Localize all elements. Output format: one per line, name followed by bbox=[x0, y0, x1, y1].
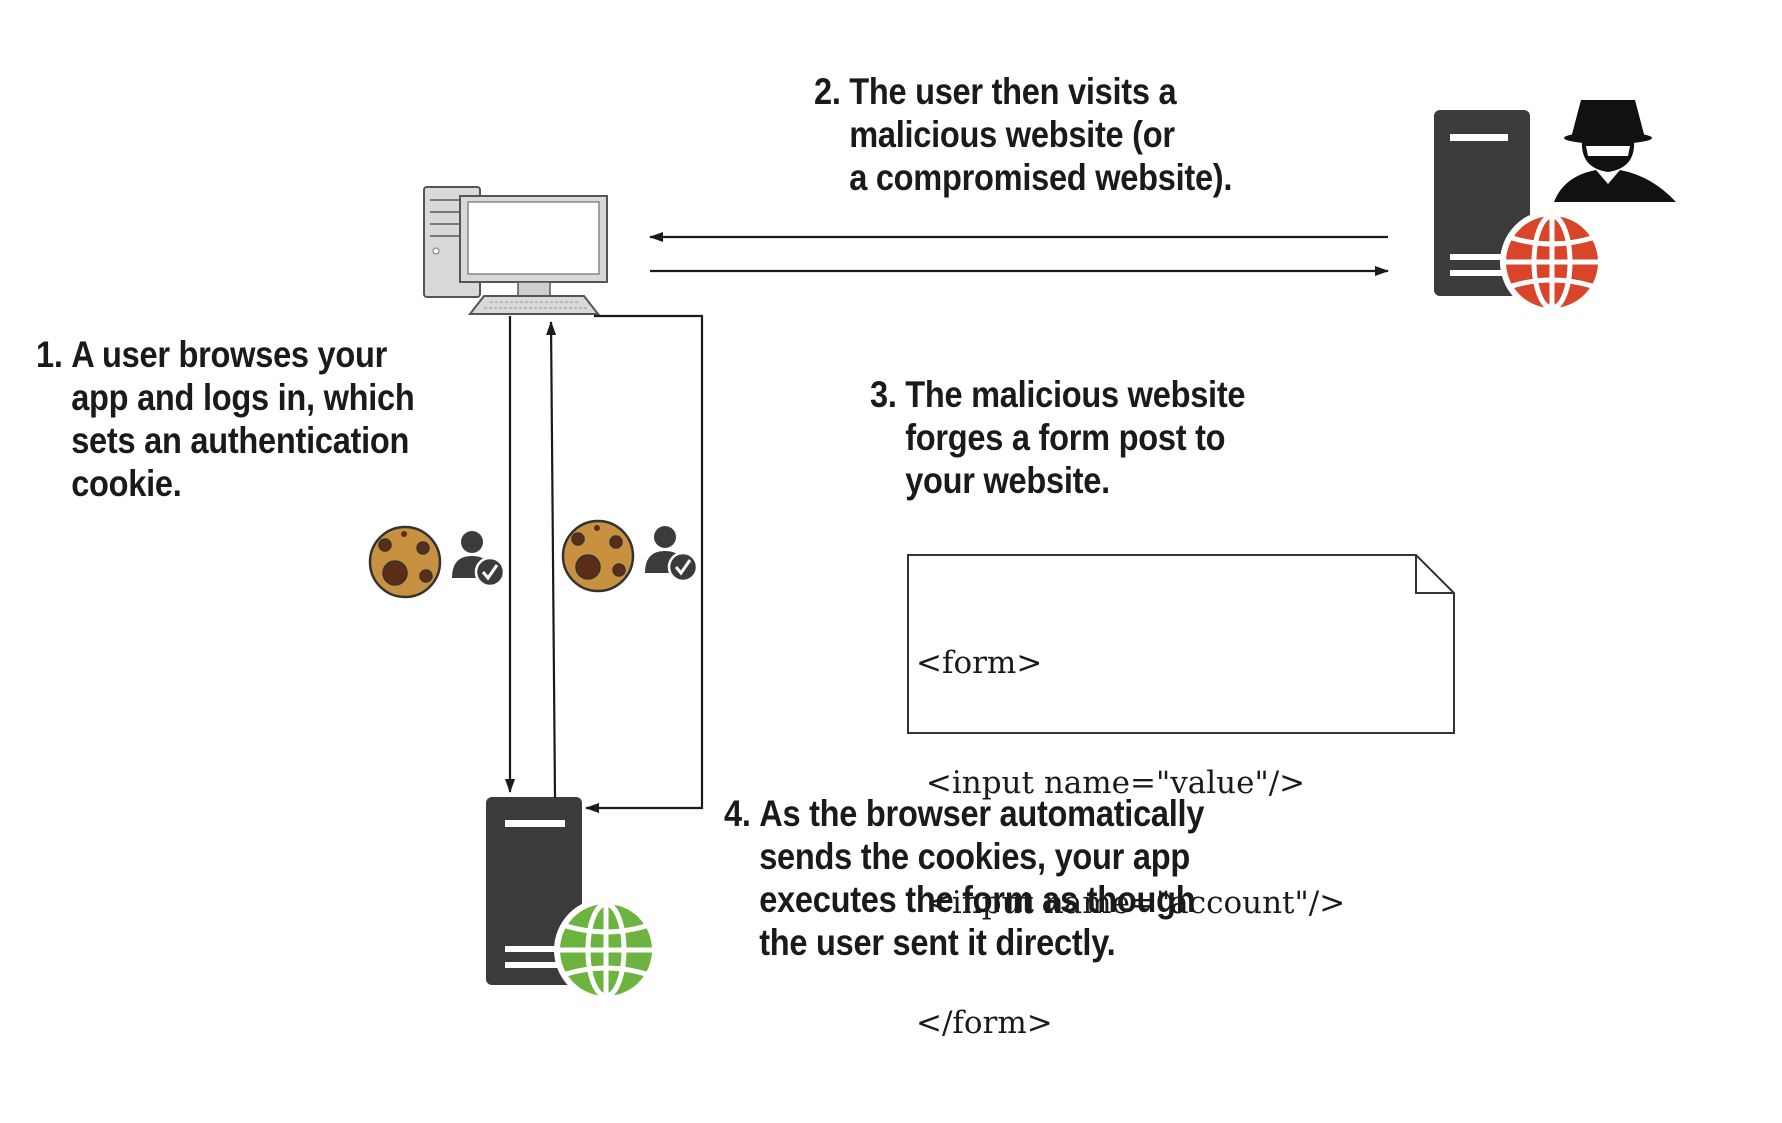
step-4-text: 4.As the browser automatically sends the… bbox=[724, 792, 1204, 964]
code-line-1: <form> bbox=[916, 645, 1043, 681]
step-1-line-2: app and logs in, which bbox=[71, 377, 415, 418]
step-1-line-3: sets an authentication bbox=[71, 420, 410, 461]
step-2-line-3: a compromised website). bbox=[849, 157, 1233, 198]
cookie-icon bbox=[368, 525, 442, 599]
cookie-icon bbox=[561, 519, 635, 593]
login-response-arrow bbox=[546, 321, 557, 799]
step-2-line-1: The user then visits a bbox=[849, 71, 1177, 112]
code-line-4: </form> bbox=[916, 1005, 1053, 1041]
step-3-line-3: your website. bbox=[905, 460, 1110, 501]
step-2-number: 2. bbox=[814, 71, 841, 112]
code-line-2: <input name="value"/> bbox=[916, 765, 1306, 801]
step-1-line-1: A user browses your bbox=[71, 334, 388, 375]
app-globe-icon bbox=[554, 898, 658, 1002]
step-4-line-4: the user sent it directly. bbox=[759, 922, 1116, 963]
hacker-icon bbox=[1554, 100, 1676, 202]
code-note-fold bbox=[1415, 555, 1454, 594]
step-3-number: 3. bbox=[870, 374, 897, 415]
step-1-number: 1. bbox=[36, 334, 63, 375]
step-3-line-2: forges a form post to bbox=[905, 417, 1226, 458]
step-4-line-3: executes the form as though bbox=[759, 879, 1196, 920]
step-3-line-1: The malicious website bbox=[905, 374, 1246, 415]
step-4-number: 4. bbox=[724, 793, 751, 834]
user-check-icon bbox=[452, 531, 506, 588]
form-code-snippet: <form> <input name="value"/> <input name… bbox=[908, 555, 1454, 1041]
step-2-line-2: malicious website (or bbox=[849, 114, 1175, 155]
user-check-icon bbox=[645, 526, 699, 583]
code-line-3: <input name="account"/> bbox=[916, 885, 1346, 921]
malicious-globe-icon bbox=[1500, 210, 1604, 314]
step-1-line-4: cookie. bbox=[71, 463, 182, 504]
step-4-line-1: As the browser automatically bbox=[759, 793, 1205, 834]
forged-post-arrow bbox=[585, 314, 704, 813]
step-1-text: 1.A user browses your app and logs in, w… bbox=[36, 333, 415, 505]
step-4-line-2: sends the cookies, your app bbox=[759, 836, 1190, 877]
step-3-text: 3.The malicious website forges a form po… bbox=[870, 373, 1246, 502]
csrf-diagram bbox=[368, 100, 1676, 1002]
step-2-text: 2.The user then visits a malicious websi… bbox=[814, 70, 1232, 199]
code-note-box bbox=[907, 554, 1455, 734]
desktop-computer-icon bbox=[423, 186, 608, 315]
